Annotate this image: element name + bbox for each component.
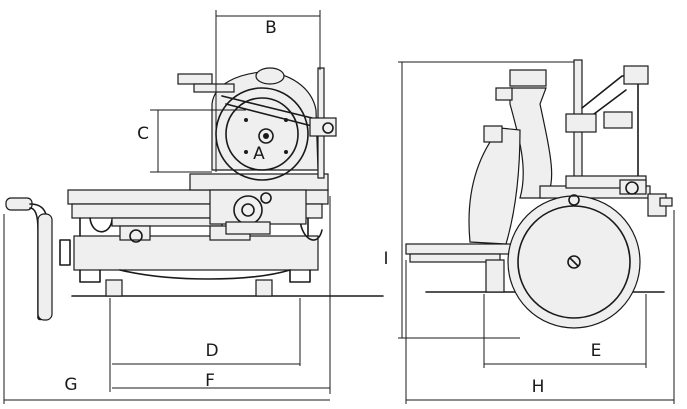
front-blade <box>507 194 641 329</box>
label-D: D <box>205 341 218 361</box>
front-deck <box>539 175 673 217</box>
label-G: G <box>64 375 77 395</box>
label-H: H <box>532 377 545 397</box>
blade-housing <box>177 67 337 181</box>
label-I: I <box>383 249 388 269</box>
label-C: C <box>137 124 149 144</box>
side-view: B C A D F G <box>3 10 384 404</box>
blade-wheel-inner <box>517 205 631 319</box>
dim-B <box>215 10 321 172</box>
dim-I <box>398 61 574 339</box>
dim-H <box>405 210 675 404</box>
label-A: A <box>253 144 265 164</box>
front-arm <box>565 59 649 191</box>
dim-C <box>150 109 246 173</box>
front-view: I E H <box>383 59 675 404</box>
label-B: B <box>265 18 277 38</box>
label-F: F <box>205 371 215 391</box>
flywheel-handle <box>5 197 53 321</box>
dim-DFG <box>3 196 331 404</box>
label-E: E <box>591 341 602 361</box>
dim-E <box>483 294 647 368</box>
blade-inner <box>225 97 299 171</box>
gear-block <box>189 173 329 235</box>
